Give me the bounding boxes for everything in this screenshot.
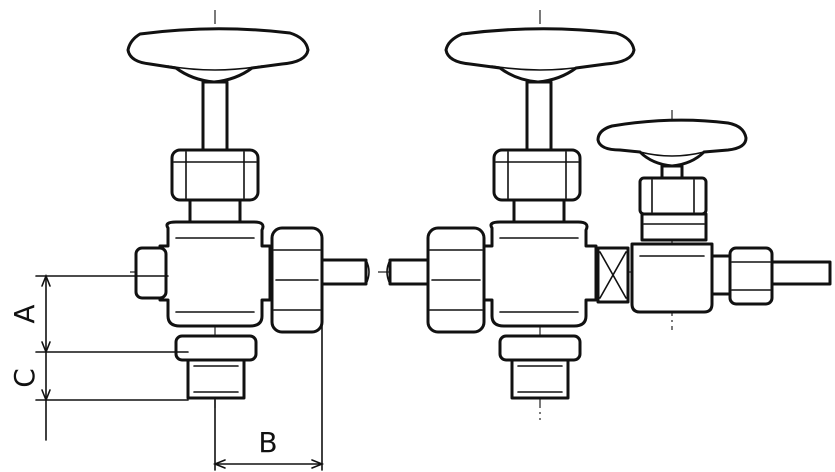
dimension-lines [35,273,325,471]
left-valve-body [158,220,272,328]
left-packing-nut [170,148,260,202]
right-packing-nut [492,148,582,202]
right-left-pipe [388,258,430,286]
left-side-plug [134,246,168,300]
right-end-pipe [770,260,832,286]
right-small-packing-nut [638,176,708,216]
dimension-c-label: C [8,368,41,388]
right-bottom-nut [498,334,582,362]
left-handwheel [126,27,310,84]
right-valve-assembly [378,10,833,420]
right-main-body [482,220,598,328]
right-main-stem [525,80,553,154]
right-small-body [630,242,714,314]
dimension-a-label: A [8,304,41,323]
right-main-handwheel [444,27,636,84]
left-bottom-nut [174,334,258,362]
right-end-union-nut [728,246,774,306]
left-pipe [320,258,368,286]
left-stem [201,80,229,154]
left-valve [126,10,370,410]
right-small-handwheel [596,118,748,168]
dimension-b-label: B [258,426,277,459]
